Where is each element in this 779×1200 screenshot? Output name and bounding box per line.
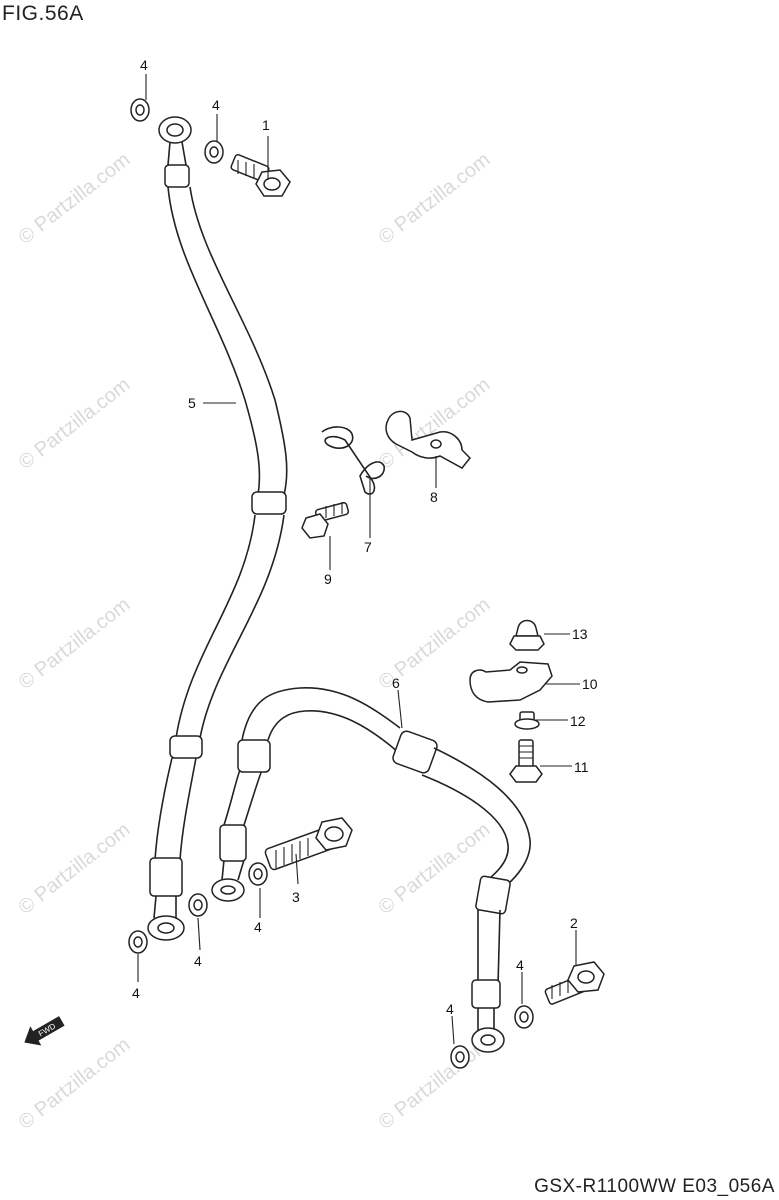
washer-group — [128, 98, 534, 1069]
callout-3: 3 — [292, 889, 300, 905]
callout-12: 12 — [570, 713, 586, 729]
callout-4: 4 — [446, 1001, 454, 1017]
fwd-arrow-icon: FWD — [24, 1016, 65, 1046]
callout-8: 8 — [430, 489, 438, 505]
watermark-text: © Partzilla.com — [15, 149, 135, 249]
union-bolt-2 — [544, 961, 605, 1005]
watermark-text: © Partzilla.com — [15, 594, 135, 694]
hose-ferrule — [475, 875, 511, 915]
brake-hose-5 — [147, 116, 288, 941]
hose-ferrule — [237, 739, 271, 773]
hex-head-icon — [509, 765, 543, 783]
union-bolt-3 — [264, 817, 353, 871]
banjo-hole — [157, 922, 175, 934]
callout-4: 4 — [254, 919, 262, 935]
hose-ferrule — [471, 979, 501, 1009]
hex-head-icon — [301, 513, 329, 539]
model-code: GSX-R1100WW E03_056A — [534, 1176, 775, 1197]
hose-clip-7 — [321, 426, 385, 495]
callout-6: 6 — [392, 675, 400, 691]
hose-ferrule — [149, 857, 183, 897]
hose-ferrule — [164, 164, 190, 188]
callout-10: 10 — [582, 676, 598, 692]
watermark-text: © Partzilla.com — [375, 149, 495, 249]
banjo-hole — [166, 123, 184, 137]
callout-2: 2 — [570, 915, 578, 931]
banjo-hole — [480, 1034, 496, 1046]
hose-ferrule — [219, 824, 247, 862]
clamp-10 — [469, 661, 553, 703]
hose-ferrule — [169, 735, 203, 759]
banjo-hole — [220, 885, 236, 895]
callout-4: 4 — [516, 957, 524, 973]
callout-9: 9 — [324, 571, 332, 587]
hex-head-icon — [509, 635, 545, 651]
hose-ferrule — [392, 730, 438, 774]
watermark-layer: © Partzilla.com © Partzilla.com © Partzi… — [15, 149, 495, 1134]
bolt-11 — [509, 739, 543, 783]
brake-hose-6 — [211, 687, 531, 1053]
bolt-9 — [301, 501, 350, 539]
callout-4: 4 — [132, 985, 140, 1001]
leader-lines — [137, 74, 580, 1045]
callout-1: 1 — [262, 117, 270, 133]
callout-4: 4 — [212, 97, 220, 113]
hose-bracket-8 — [385, 410, 472, 469]
callout-5: 5 — [188, 395, 196, 411]
callout-13: 13 — [572, 626, 588, 642]
callout-7: 7 — [364, 539, 372, 555]
watermark-text: © Partzilla.com — [15, 374, 135, 474]
callout-11: 11 — [574, 759, 589, 775]
collar-12 — [514, 711, 540, 730]
callout-4: 4 — [140, 57, 148, 73]
union-bolt-1 — [230, 153, 291, 197]
callout-labels: 1 2 3 4 4 4 4 4 4 4 5 6 7 8 9 10 11 12 1… — [132, 57, 598, 1017]
watermark-text: © Partzilla.com — [15, 819, 135, 919]
watermark-text: © Partzilla.com — [15, 1034, 135, 1134]
figure-title: FIG.56A — [2, 2, 84, 25]
hose-ferrule — [251, 491, 287, 515]
callout-4: 4 — [194, 953, 202, 969]
nut-13 — [509, 619, 545, 651]
